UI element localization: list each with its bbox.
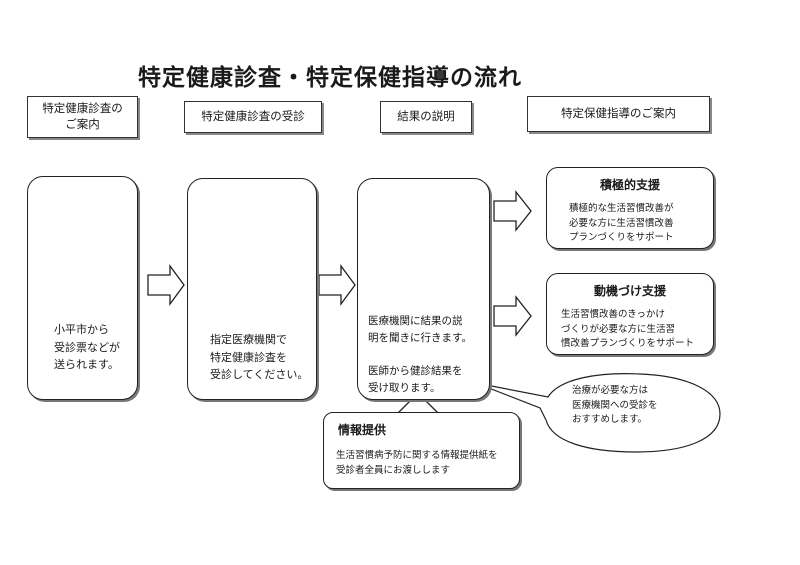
arrow-step1-to-step2 xyxy=(147,264,185,306)
arrow-to-active-support xyxy=(493,190,532,232)
callout-bubble xyxy=(475,373,721,453)
motivation-support-text: 生活習慣改善のきっかけ づくりが必要な方に生活習 慣改善プランづくりをサポート xyxy=(561,309,695,350)
step-card-checkup: 指定医療機関で 特定健康診査を 受診してください。 xyxy=(187,178,317,400)
active-support-card: 積極的支援 積極的な生活習慣改善が 必要な方に生活習慣改善 プランづくりをサポー… xyxy=(546,167,714,249)
step-card-results: 医療機関に結果の説 明を聞きに行きます。 医師から健診結果を 受け取ります。 xyxy=(357,178,490,400)
step-notice-text: 小平市から 受診票などが 送られます。 xyxy=(54,323,120,372)
step-card-notice: 小平市から 受診票などが 送られます。 xyxy=(27,176,138,400)
info-provision-card: 情報提供 生活習慣病予防に関する情報提供紙を 受診者全員にお渡しします xyxy=(323,412,520,489)
step-checkup-text: 指定医療機関で 特定健康診査を 受診してください。 xyxy=(210,333,309,382)
arrow-to-motivation-support xyxy=(493,295,532,337)
header-checkup-notice: 特定健康診査の ご案内 xyxy=(27,96,138,138)
motivation-support-title: 動機づけ支援 xyxy=(593,284,666,298)
motivation-support-card: 動機づけ支援 生活習慣改善のきっかけ づくりが必要な方に生活習 慣改善プランづく… xyxy=(546,273,714,355)
active-support-text: 積極的な生活習慣改善が 必要な方に生活習慣改善 プランづくりをサポート xyxy=(569,203,674,244)
header-guidance-notice: 特定保健指導のご案内 xyxy=(527,96,710,132)
arrow-step2-to-step3 xyxy=(318,264,356,306)
callout-text: 治療が必要な方は 医療機関への受診を おすすめします。 xyxy=(572,385,658,426)
info-provision-text: 生活習慣病予防に関する情報提供紙を 受診者全員にお渡しします xyxy=(336,450,498,476)
header-results: 結果の説明 xyxy=(380,101,472,133)
step-results-text: 医療機関に結果の説 明を聞きに行きます。 医師から健診結果を 受け取ります。 xyxy=(368,315,472,395)
page-title: 特定健康診査・特定保健指導の流れ xyxy=(138,65,522,91)
header-checkup-visit: 特定健康診査の受診 xyxy=(184,101,322,133)
active-support-title: 積極的支援 xyxy=(599,178,660,192)
info-provision-title: 情報提供 xyxy=(338,423,387,437)
